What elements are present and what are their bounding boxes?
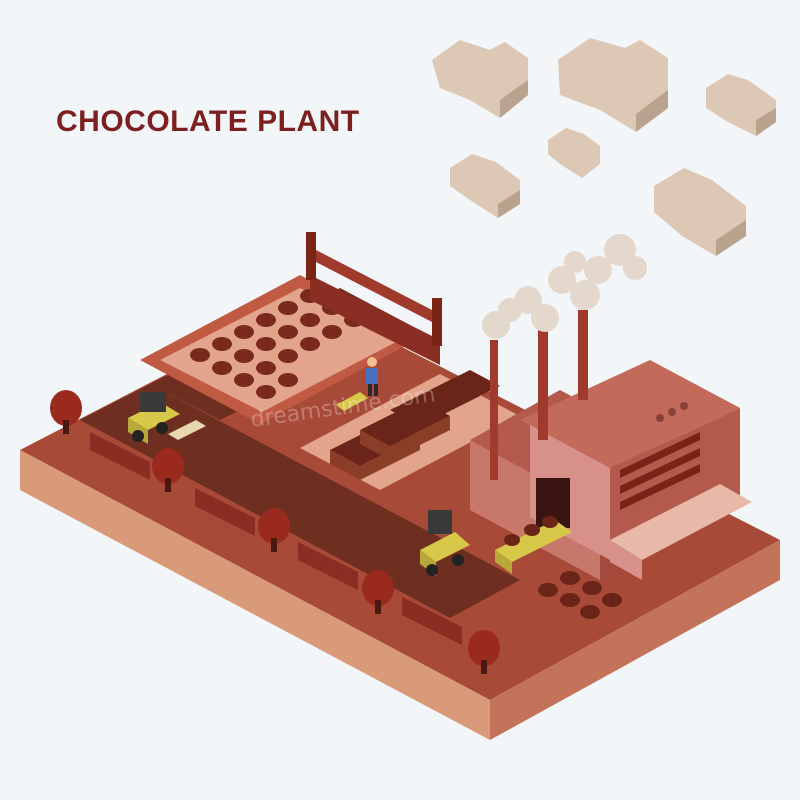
cloud-icon	[654, 168, 746, 256]
forklift-icon	[420, 510, 470, 576]
cloud-icon	[450, 154, 520, 218]
fence	[90, 432, 462, 645]
cloud-icon	[548, 128, 600, 178]
cloud-icon	[706, 74, 776, 136]
chocolate-icon	[190, 289, 364, 399]
tree-icon	[258, 508, 290, 552]
cloud-icon	[558, 38, 668, 132]
tree-icon	[50, 390, 82, 434]
worker-icon	[336, 357, 378, 411]
tree-icon	[468, 630, 500, 674]
chocolate-pile	[538, 571, 622, 619]
chocolate-icon	[504, 516, 558, 546]
factory-icon	[470, 360, 752, 580]
smokestack-icon	[482, 234, 647, 480]
clouds	[432, 38, 776, 256]
page-title: CHOCOLATE PLANT	[56, 105, 360, 138]
tree-icon	[152, 448, 184, 492]
fence	[306, 232, 442, 365]
chocolate-bar-stacks	[300, 370, 520, 490]
tree-icon	[362, 570, 394, 614]
conveyor-belt	[495, 516, 572, 574]
forklift-icon	[128, 392, 206, 444]
cloud-icon	[432, 40, 528, 118]
